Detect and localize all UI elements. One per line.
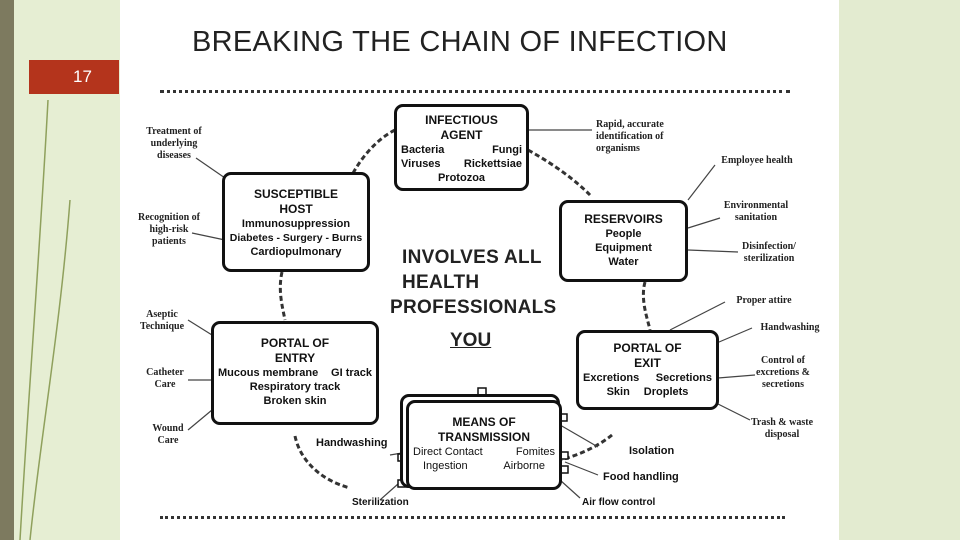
label-air-flow-control: Air flow control [582, 497, 656, 508]
center-line: HEALTH [402, 272, 480, 293]
note-disinfection: Disinfection/ sterilization [742, 241, 796, 264]
box-item: Equipment [595, 242, 652, 254]
box-item: Diabetes - Surgery - Burns [229, 232, 363, 244]
center-message: INVOLVES ALL HEALTH PROFESSIONALS [390, 245, 556, 320]
label-isolation: Isolation [629, 445, 675, 457]
box-row: Excretions Secretions [579, 371, 716, 385]
note-catheter: Catheter Care [146, 367, 184, 390]
note-agent-identification: Rapid, accurate identification of organi… [596, 119, 664, 154]
box-heading: PORTAL OF [613, 341, 682, 355]
center-line: INVOLVES ALL [402, 247, 542, 268]
bottom-dotted-rule [160, 516, 785, 519]
note-control-excretions: Control of excretions & secretions [756, 355, 810, 390]
box-item: GI track [331, 367, 372, 379]
center-line: PROFESSIONALS [390, 297, 557, 318]
box-item: Respiratory track [249, 381, 341, 393]
box-heading: HOST [279, 202, 313, 216]
box-item: Immunosuppression [241, 218, 351, 230]
diagram-title: BREAKING THE CHAIN OF INFECTION [192, 26, 728, 58]
note-environmental-sanitation: Environmental sanitation [723, 200, 789, 223]
box-heading: PORTAL OF [260, 336, 330, 350]
box-heading: AGENT [440, 128, 483, 142]
box-heading: INFECTIOUS [425, 113, 498, 127]
infectious-agent-box: INFECTIOUS AGENT Bacteria Fungi Viruses Ri… [394, 104, 529, 191]
box-item: Fungi [492, 144, 522, 156]
box-item: Protozoa [437, 172, 486, 184]
label-handwashing: Handwashing [316, 437, 388, 449]
susceptible-host-box: SUSCEPTIBLE HOST Immunosuppression Diabe… [222, 172, 370, 272]
note-proper-attire: Proper attire [736, 295, 792, 306]
label-sterilization: Sterilization [352, 497, 409, 508]
box-item: Rickettsiae [463, 158, 522, 170]
box-row: Bacteria Fungi [397, 143, 526, 157]
note-trash-disposal: Trash & waste disposal [750, 417, 814, 440]
note-aseptic: Aseptic Technique [139, 309, 185, 332]
box-heading: MEANS OF [452, 415, 516, 429]
box-row: Skin Droplets [579, 385, 716, 399]
box-item: Mucous membrane [218, 367, 319, 379]
box-item: Fomites [515, 446, 555, 458]
box-heading: EXIT [634, 356, 661, 370]
box-row: Direct Contact Fomites [409, 445, 559, 459]
note-treatment: Treatment of underlying diseases [146, 126, 202, 161]
label-food-handling: Food handling [603, 471, 679, 483]
box-item: Viruses [401, 158, 441, 170]
decorative-curves [19, 99, 71, 540]
box-row: Viruses Rickettsiae [397, 157, 526, 171]
box-item: Bacteria [401, 144, 445, 156]
box-item: Ingestion [423, 460, 468, 472]
left-accent-bar [0, 0, 14, 540]
right-margin-strip [839, 0, 960, 540]
slide-number: 17 [73, 67, 92, 86]
note-handwashing-exit: Handwashing [760, 322, 820, 333]
box-item: Water [608, 256, 639, 268]
box-heading: ENTRY [274, 351, 316, 365]
box-item: Airborne [503, 460, 545, 472]
box-heading: SUSCEPTIBLE [253, 187, 338, 201]
note-employee-health: Employee health [721, 155, 793, 166]
box-item: Droplets [643, 386, 689, 398]
box-heading: RESERVOIRS [584, 212, 663, 226]
box-row: Ingestion Airborne [409, 459, 559, 473]
box-item: Cardiopulmonary [250, 246, 342, 258]
box-item: People [605, 228, 642, 240]
box-item: Broken skin [263, 395, 327, 407]
box-item: Skin [606, 386, 630, 398]
box-item: Direct Contact [413, 446, 483, 458]
box-item: Excretions [583, 372, 640, 384]
portal-of-exit-box: PORTAL OF EXIT Excretions Secretions Skin… [576, 330, 719, 410]
note-recognition: Recognition of high-risk patients [138, 212, 200, 247]
note-wound: Wound Care [152, 423, 184, 446]
you-label: YOU [450, 330, 492, 351]
reservoirs-box: RESERVOIRS People Equipment Water [559, 200, 688, 282]
box-heading: TRANSMISSION [437, 430, 530, 444]
slide-number-badge: 17 [29, 60, 119, 94]
box-row: Mucous membrane GI track [214, 366, 376, 380]
means-of-transmission-box: MEANS OF TRANSMISSION Direct Contact Fomi… [406, 400, 562, 490]
top-dotted-rule [160, 90, 790, 93]
box-item: Secretions [655, 372, 712, 384]
